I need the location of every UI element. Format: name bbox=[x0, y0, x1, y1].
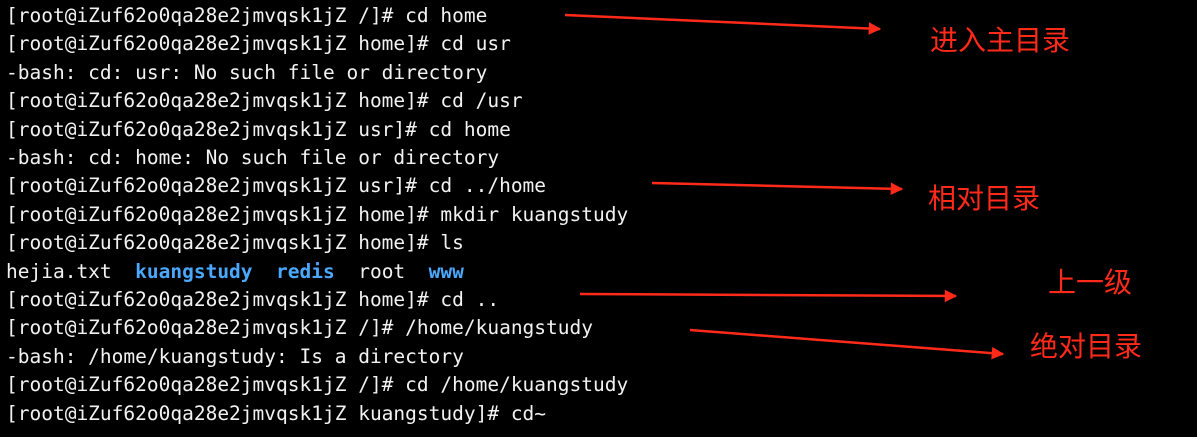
annotation-arrow bbox=[651, 181, 904, 195]
terminal-text: [root@iZuf62o0qa28e2jmvqsk1jZ usr]# cd .… bbox=[6, 174, 547, 198]
terminal-text: [root@iZuf62o0qa28e2jmvqsk1jZ kuangstudy… bbox=[6, 401, 547, 425]
directory-entry: redis bbox=[276, 259, 335, 283]
terminal-text: [root@iZuf62o0qa28e2jmvqsk1jZ usr]# cd h… bbox=[6, 117, 511, 141]
terminal-text: [root@iZuf62o0qa28e2jmvqsk1jZ home]# cd … bbox=[6, 288, 500, 311]
annotation-arrow bbox=[579, 289, 958, 303]
terminal-text: [root@iZuf62o0qa28e2jmvqsk1jZ /]# /home/… bbox=[6, 316, 593, 340]
terminal-text: [root@iZuf62o0qa28e2jmvqsk1jZ home]# mkd… bbox=[6, 202, 629, 226]
terminal-line: [root@iZuf62o0qa28e2jmvqsk1jZ usr]# cd .… bbox=[6, 172, 546, 200]
terminal-text: -bash: cd: usr: No such file or director… bbox=[6, 60, 488, 84]
terminal-line: [root@iZuf62o0qa28e2jmvqsk1jZ /]# cd /ho… bbox=[6, 371, 628, 399]
terminal-text: [root@iZuf62o0qa28e2jmvqsk1jZ home]# cd … bbox=[6, 32, 511, 56]
terminal-line: hejia.txt kuangstudy redis root www bbox=[6, 258, 464, 286]
terminal-line: -bash: cd: home: No such file or directo… bbox=[6, 144, 499, 172]
annotation-arrow bbox=[564, 13, 882, 35]
terminal-text: [root@iZuf62o0qa28e2jmvqsk1jZ home]# ls bbox=[6, 231, 464, 255]
terminal-text: hejia.txt bbox=[6, 259, 136, 283]
directory-entry: kuangstudy bbox=[135, 259, 253, 283]
terminal-line: [root@iZuf62o0qa28e2jmvqsk1jZ /]# cd hom… bbox=[6, 2, 487, 30]
terminal-text: [root@iZuf62o0qa28e2jmvqsk1jZ home]# cd … bbox=[6, 89, 523, 113]
annotation-label-parent: 上一级 bbox=[1048, 266, 1133, 299]
annotation-label-enter-home: 进入主目录 bbox=[930, 24, 1071, 57]
terminal-line: [root@iZuf62o0qa28e2jmvqsk1jZ home]# cd … bbox=[6, 87, 523, 115]
terminal-line: -bash: cd: usr: No such file or director… bbox=[6, 59, 487, 87]
terminal-text: [root@iZuf62o0qa28e2jmvqsk1jZ /]# cd hom… bbox=[6, 4, 488, 27]
terminal-line: [root@iZuf62o0qa28e2jmvqsk1jZ home]# mkd… bbox=[6, 201, 628, 229]
terminal-text: [root@iZuf62o0qa28e2jmvqsk1jZ /]# cd /ho… bbox=[6, 373, 629, 397]
annotation-label-absolute: 绝对目录 bbox=[1030, 330, 1143, 363]
terminal-text: -bash: cd: home: No such file or directo… bbox=[6, 146, 500, 169]
directory-entry: www bbox=[428, 259, 464, 283]
annotation-arrow bbox=[689, 328, 1005, 360]
terminal-line: [root@iZuf62o0qa28e2jmvqsk1jZ home]# ls bbox=[6, 229, 464, 257]
terminal-text: -bash: /home/kuangstudy: Is a directory bbox=[6, 344, 464, 368]
terminal-line: -bash: /home/kuangstudy: Is a directory bbox=[6, 343, 464, 371]
terminal-line: [root@iZuf62o0qa28e2jmvqsk1jZ home]# cd … bbox=[6, 286, 499, 314]
terminal-text: root bbox=[334, 259, 429, 283]
terminal-line: [root@iZuf62o0qa28e2jmvqsk1jZ kuangstudy… bbox=[6, 400, 546, 428]
annotation-label-relative: 相对目录 bbox=[928, 182, 1041, 215]
terminal-line: [root@iZuf62o0qa28e2jmvqsk1jZ usr]# cd h… bbox=[6, 116, 511, 144]
terminal-line: [root@iZuf62o0qa28e2jmvqsk1jZ /]# /home/… bbox=[6, 314, 593, 342]
terminal-line: [root@iZuf62o0qa28e2jmvqsk1jZ home]# cd … bbox=[6, 30, 511, 58]
